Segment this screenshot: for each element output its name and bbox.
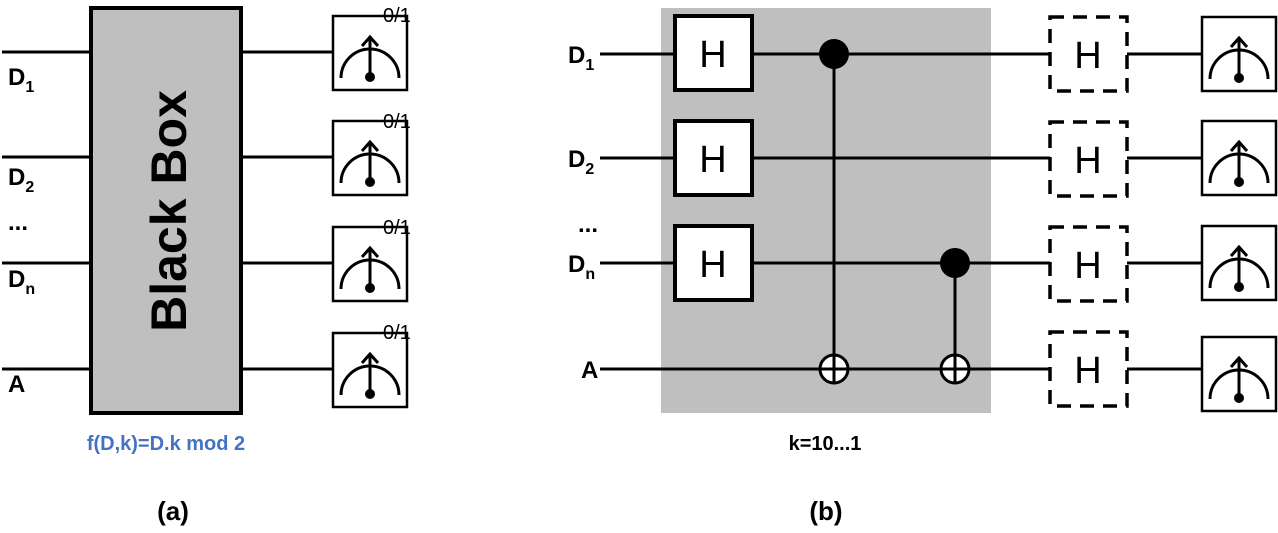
meter-arrowhead [1229, 35, 1249, 48]
meter-a-a [331, 331, 409, 409]
meter-arrowhead [360, 34, 380, 47]
svg-text:H: H [1074, 350, 1101, 392]
meter-arrowhead [360, 139, 380, 152]
outcome-label-d1: 0/1 [383, 5, 411, 27]
qubit-label-b-d2: D2 [568, 146, 594, 178]
panel-label-a: (a) [157, 496, 189, 526]
qubit-label-b-ellipsis: ... [578, 211, 598, 238]
meter-pivot [1234, 393, 1244, 403]
meter-pivot [365, 389, 375, 399]
svg-text:H: H [699, 244, 726, 286]
qubit-label-b-dn: Dn [568, 251, 595, 283]
meter-b-d1 [1200, 15, 1278, 93]
qubit-label-a-ellipsis: ... [8, 209, 28, 236]
qubit-label-a-a: A [8, 371, 25, 398]
meter-pivot [365, 177, 375, 187]
outcome-label-a: 0/1 [383, 322, 411, 344]
h-gate-dn-first: H [673, 224, 754, 302]
panel-label-b: (b) [809, 496, 842, 526]
meter-arrowhead [360, 351, 380, 364]
meter-a-d2 [331, 119, 409, 197]
cnot-d1-a [818, 39, 850, 385]
meter-pivot [365, 283, 375, 293]
black-box-label: Black Box [141, 90, 197, 332]
svg-text:H: H [699, 34, 726, 76]
cnot-control-dot [819, 39, 849, 69]
caption-a: f(D,k)=D.k mod 2 [87, 433, 245, 455]
h-gate-d1-first: H [673, 14, 754, 92]
meter-a-d1 [331, 14, 409, 92]
outcome-label-d2: 0/1 [383, 111, 411, 133]
qubit-label-a-dn: Dn [8, 266, 35, 298]
h-gate-d2-second: H [1048, 120, 1129, 198]
qubit-label-a-d1: D1 [8, 64, 34, 96]
qubit-label-b-d1: D1 [568, 42, 594, 74]
cnot-control-dot [940, 248, 970, 278]
meter-arrowhead [1229, 139, 1249, 152]
h-gate-d2-first: H [673, 119, 754, 197]
meter-pivot [365, 72, 375, 82]
h-gate-d1-second: H [1048, 15, 1129, 93]
qubit-label-a-d2: D2 [8, 164, 34, 196]
meter-pivot [1234, 73, 1244, 83]
meter-pivot [1234, 282, 1244, 292]
meter-b-d2 [1200, 119, 1278, 197]
panel-a: Black Box D1 D2 ... Dn A [2, 5, 411, 526]
svg-text:H: H [699, 139, 726, 181]
qubit-label-b-a: A [581, 357, 598, 384]
black-box [89, 6, 243, 415]
outcome-label-dn: 0/1 [383, 217, 411, 239]
h-gate-dn-second: H [1048, 225, 1129, 303]
meter-arrowhead [360, 245, 380, 258]
meter-a-dn [331, 225, 409, 303]
cnot-dn-a [939, 248, 971, 385]
meter-b-a [1200, 335, 1278, 413]
meter-pivot [1234, 177, 1244, 187]
meter-arrowhead [1229, 355, 1249, 368]
h-gate-a-second: H [1048, 330, 1129, 408]
svg-text:H: H [1074, 245, 1101, 287]
meter-arrowhead [1229, 244, 1249, 257]
svg-text:H: H [1074, 35, 1101, 77]
svg-text:H: H [1074, 140, 1101, 182]
meter-b-dn [1200, 224, 1278, 302]
panel-b: D1 D2 ... Dn A H H H [568, 8, 1278, 526]
caption-b: k=10...1 [789, 433, 862, 455]
